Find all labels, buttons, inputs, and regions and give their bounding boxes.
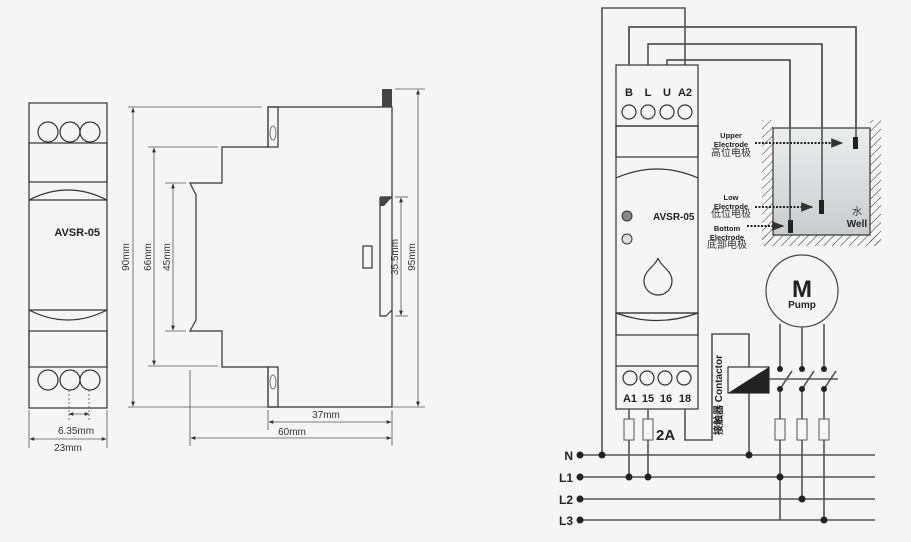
bottom-electrode-label: Bottom bbox=[714, 224, 741, 233]
well-label: Well bbox=[847, 219, 868, 230]
width-dimension: 23mm bbox=[54, 443, 82, 454]
bottom-terminal-screws bbox=[37, 369, 101, 391]
bus-l3-label: L3 bbox=[559, 514, 573, 528]
depth-60-dimension: 60mm bbox=[278, 427, 306, 438]
bus-n-label: N bbox=[564, 449, 573, 463]
pump-motor: M Pump bbox=[765, 254, 839, 328]
fuse-rating-label: 2A bbox=[656, 427, 675, 444]
adjustment-knob bbox=[643, 257, 673, 296]
water-well: 水 Well bbox=[628, 26, 881, 246]
pitch-dimension: 6.35mm bbox=[58, 426, 94, 437]
contactor-label: 接触器 Contactor bbox=[712, 355, 725, 435]
side-view: 90mm 66mm 45mm 35.5mm 95mm 37mm 60mm bbox=[121, 88, 425, 446]
low-electrode-label: Low bbox=[724, 193, 739, 202]
terminal-u-label: U bbox=[663, 87, 671, 99]
motor-symbol: M bbox=[792, 276, 812, 303]
low-electrode-label-cn: 低位电极 bbox=[711, 207, 751, 220]
terminal-16-label: 16 bbox=[660, 393, 672, 405]
upper-electrode-label: Upper bbox=[720, 131, 742, 140]
bus-l1-label: L1 bbox=[559, 471, 573, 485]
front-view: AVSR-05 6.35mm 23mm bbox=[28, 102, 108, 454]
terminal-18-label: 18 bbox=[679, 393, 691, 405]
terminal-a1-label: A1 bbox=[623, 393, 637, 405]
top-terminal-screws bbox=[37, 121, 101, 143]
terminal-b-label: B bbox=[625, 87, 633, 99]
contactor-coil: 接触器 Contactor bbox=[684, 333, 770, 455]
bottom-electrode-label: Electrode bbox=[710, 233, 744, 242]
low-electrode-label: Electrode bbox=[714, 202, 748, 211]
bottom-electrode-label-cn: 底部电极 bbox=[707, 238, 747, 251]
well-label-cn: 水 bbox=[852, 206, 862, 218]
avsr-05-relay: B L U A2 AVSR-05 A1 15 16 18 bbox=[615, 64, 699, 410]
depth-37-dimension: 37mm bbox=[312, 410, 340, 421]
upper-electrode-label-cn: 高位电极 bbox=[711, 146, 751, 159]
terminal-15-label: 15 bbox=[642, 393, 654, 405]
rail-35-dimension: 35.5mm bbox=[390, 239, 401, 275]
height-90-dimension: 90mm bbox=[121, 243, 132, 271]
terminal-l-label: L bbox=[645, 87, 652, 99]
front-model-label: AVSR-05 bbox=[54, 227, 100, 239]
wiring-diagram: B L U A2 AVSR-05 A1 15 16 18 bbox=[559, 7, 881, 528]
height-95-dimension: 95mm bbox=[407, 243, 418, 271]
terminal-a2-label: A2 bbox=[678, 87, 692, 99]
relay-model-label: AVSR-05 bbox=[653, 212, 695, 223]
power-buses: N L1 L2 L3 bbox=[559, 449, 875, 528]
height-45-dimension: 45mm bbox=[162, 243, 173, 271]
upper-electrode-label: Electrode bbox=[714, 140, 748, 149]
height-66-dimension: 66mm bbox=[143, 243, 154, 271]
motor-label: Pump bbox=[788, 300, 816, 311]
bus-l2-label: L2 bbox=[559, 493, 573, 507]
